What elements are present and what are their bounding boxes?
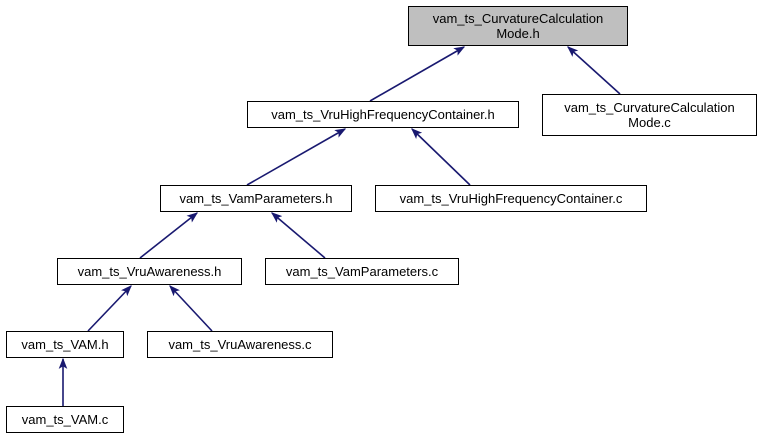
node-curvature_c[interactable]: vam_ts_CurvatureCalculation Mode.c bbox=[542, 94, 757, 136]
node-label-vam_h: vam_ts_VAM.h bbox=[21, 337, 109, 352]
edge-vamparams_c-to-vamparams_h bbox=[271, 212, 326, 259]
node-vruaware_h[interactable]: vam_ts_VruAwareness.h bbox=[57, 258, 242, 285]
node-label-vamparams_h: vam_ts_VamParameters.h bbox=[179, 191, 333, 206]
node-vam_h[interactable]: vam_ts_VAM.h bbox=[6, 331, 124, 358]
node-vruaware_c[interactable]: vam_ts_VruAwareness.c bbox=[147, 331, 333, 358]
node-label-vruaware_c: vam_ts_VruAwareness.c bbox=[168, 337, 312, 352]
edge-vam_h-to-vruaware_h bbox=[87, 285, 132, 332]
node-label-vamparams_c: vam_ts_VamParameters.c bbox=[285, 264, 439, 279]
edge-vruaware_c-to-vruaware_h bbox=[169, 285, 213, 332]
node-label-vruhfc_c: vam_ts_VruHighFrequencyContainer.c bbox=[399, 191, 623, 206]
node-vamparams_h[interactable]: vam_ts_VamParameters.h bbox=[160, 185, 352, 212]
edge-vamparams_h-to-vruhfc_h bbox=[246, 128, 347, 186]
node-vamparams_c[interactable]: vam_ts_VamParameters.c bbox=[265, 258, 459, 285]
node-label-curvature_c: vam_ts_CurvatureCalculation Mode.c bbox=[564, 100, 735, 130]
node-curvature_h[interactable]: vam_ts_CurvatureCalculation Mode.h bbox=[408, 6, 628, 46]
node-label-curvature_h: vam_ts_CurvatureCalculation Mode.h bbox=[432, 11, 604, 41]
node-vam_c[interactable]: vam_ts_VAM.c bbox=[6, 406, 124, 433]
edge-curvature_c-to-curvature_h bbox=[567, 46, 621, 95]
node-vruhfc_c[interactable]: vam_ts_VruHighFrequencyContainer.c bbox=[375, 185, 647, 212]
node-label-vruhfc_h: vam_ts_VruHighFrequencyContainer.h bbox=[271, 107, 495, 122]
node-label-vruaware_h: vam_ts_VruAwareness.h bbox=[77, 264, 222, 279]
edge-vruhfc_h-to-curvature_h bbox=[369, 46, 466, 102]
node-label-vam_c: vam_ts_VAM.c bbox=[21, 412, 109, 427]
edge-vruhfc_c-to-vruhfc_h bbox=[411, 128, 471, 186]
node-vruhfc_h[interactable]: vam_ts_VruHighFrequencyContainer.h bbox=[247, 101, 519, 128]
edge-vruaware_h-to-vamparams_h bbox=[139, 212, 199, 259]
